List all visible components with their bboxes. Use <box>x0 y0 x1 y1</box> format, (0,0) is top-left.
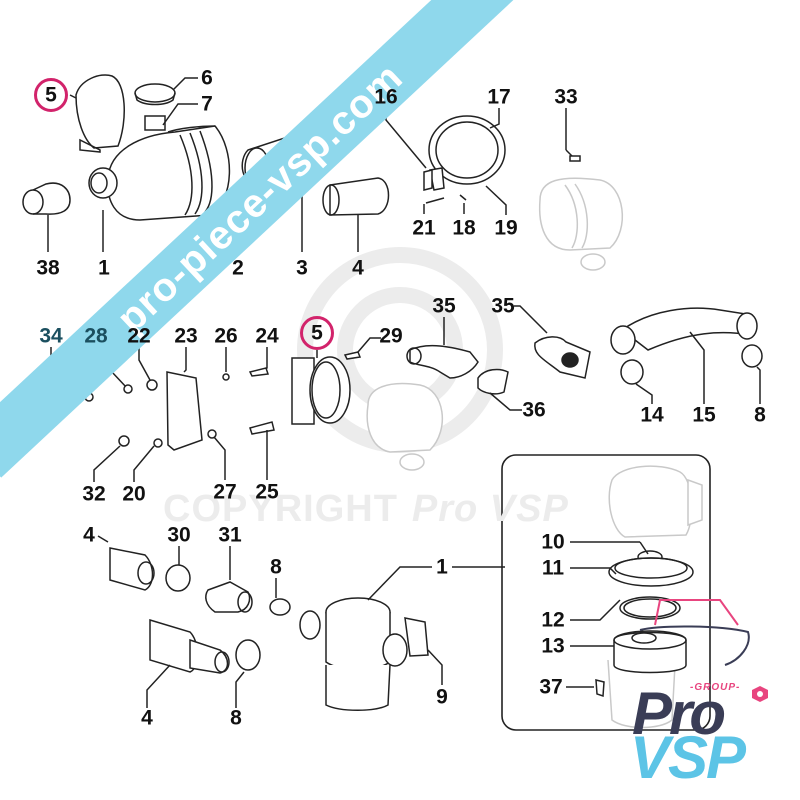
callout-label: 38 <box>36 256 60 280</box>
callout-label: 21 <box>412 216 436 240</box>
part-bottom-left-group <box>97 535 291 708</box>
inset-parts <box>566 541 694 698</box>
faded-filter-assembly-middle <box>366 382 444 471</box>
part-sleeve-38 <box>22 182 71 252</box>
callout-label: 4 <box>352 256 364 280</box>
callout-label: 28 <box>84 324 108 348</box>
callout-label: 1 <box>98 256 110 280</box>
callout-label: 24 <box>255 324 279 348</box>
callout-label: 36 <box>522 398 546 422</box>
callout-label: 5 <box>45 83 57 107</box>
callout-label: 6 <box>201 66 213 90</box>
callout-label: 19 <box>494 216 518 240</box>
logo-car-outline <box>639 599 750 666</box>
callout-label: 17 <box>487 85 511 109</box>
callout-label: 16 <box>374 85 398 109</box>
callout-label: 1 <box>436 555 448 579</box>
callout-label: 29 <box>379 324 403 348</box>
callout-label: 13 <box>541 634 565 658</box>
part-pin-33 <box>565 108 581 162</box>
callout-label: 32 <box>82 482 106 506</box>
highlight-ring-5-middle <box>300 316 334 350</box>
callout-label: 2 <box>232 256 244 280</box>
part-clamp-bracket-17 <box>385 108 507 215</box>
callout-label: 26 <box>214 324 238 348</box>
callout-label: 8 <box>754 403 766 427</box>
logo-hex-icon <box>752 686 768 702</box>
part-filter-housing-1-bottom <box>299 566 505 711</box>
part-clamp-5 <box>69 74 125 153</box>
callout-label: 35 <box>432 294 456 318</box>
callout-label: 4 <box>141 706 153 730</box>
callout-label: 7 <box>201 92 213 116</box>
callout-label: 33 <box>554 85 578 109</box>
inset-box <box>501 454 711 731</box>
logo-vsp-text: VSP <box>630 724 746 791</box>
logo-pro-text: Pro <box>632 680 726 747</box>
callout-label: 15 <box>692 403 716 427</box>
callout-label: 14 <box>640 403 664 427</box>
callout-label: 5 <box>311 321 323 345</box>
callout-label: 8 <box>230 706 242 730</box>
part-inner-cartridge-4 <box>322 177 390 252</box>
callout-label: 22 <box>127 324 151 348</box>
callout-label: 20 <box>122 482 146 506</box>
logo-group-text: -GROUP- <box>690 682 741 693</box>
callout-label: 31 <box>218 523 242 547</box>
part-small-hardware <box>50 347 275 482</box>
callout-label: 25 <box>255 480 279 504</box>
callout-label: 18 <box>452 216 476 240</box>
callout-label: 3 <box>296 256 308 280</box>
callout-label: 9 <box>436 685 448 709</box>
highlight-ring-5-top <box>34 78 68 112</box>
callout-label: 4 <box>83 523 95 547</box>
copyright-watermark: COPYRIGHT Pro VSP <box>163 488 569 531</box>
callout-label: 30 <box>167 523 191 547</box>
callout-label: 27 <box>213 480 237 504</box>
callout-label: 34 <box>39 324 63 348</box>
inset-faded-housing <box>607 465 703 729</box>
part-cap-6 <box>134 77 198 131</box>
callout-label: 8 <box>270 555 282 579</box>
callout-label: 11 <box>541 556 565 580</box>
copyright-text: COPYRIGHT <box>163 488 398 530</box>
callout-label: 37 <box>539 675 563 699</box>
part-clamp-5-middle <box>291 337 381 425</box>
part-hose-15 <box>610 307 763 404</box>
faded-filter-assembly-top <box>538 177 624 271</box>
callout-label: 12 <box>541 608 565 632</box>
callout-label: 23 <box>174 324 198 348</box>
pro-vsp-logo: -GROUP- Pro VSP <box>628 668 788 791</box>
callout-label: 10 <box>541 530 565 554</box>
copyright-brand: Pro VSP <box>411 488 569 530</box>
callout-label: 35 <box>491 294 515 318</box>
part-elbow-35 <box>406 305 591 411</box>
